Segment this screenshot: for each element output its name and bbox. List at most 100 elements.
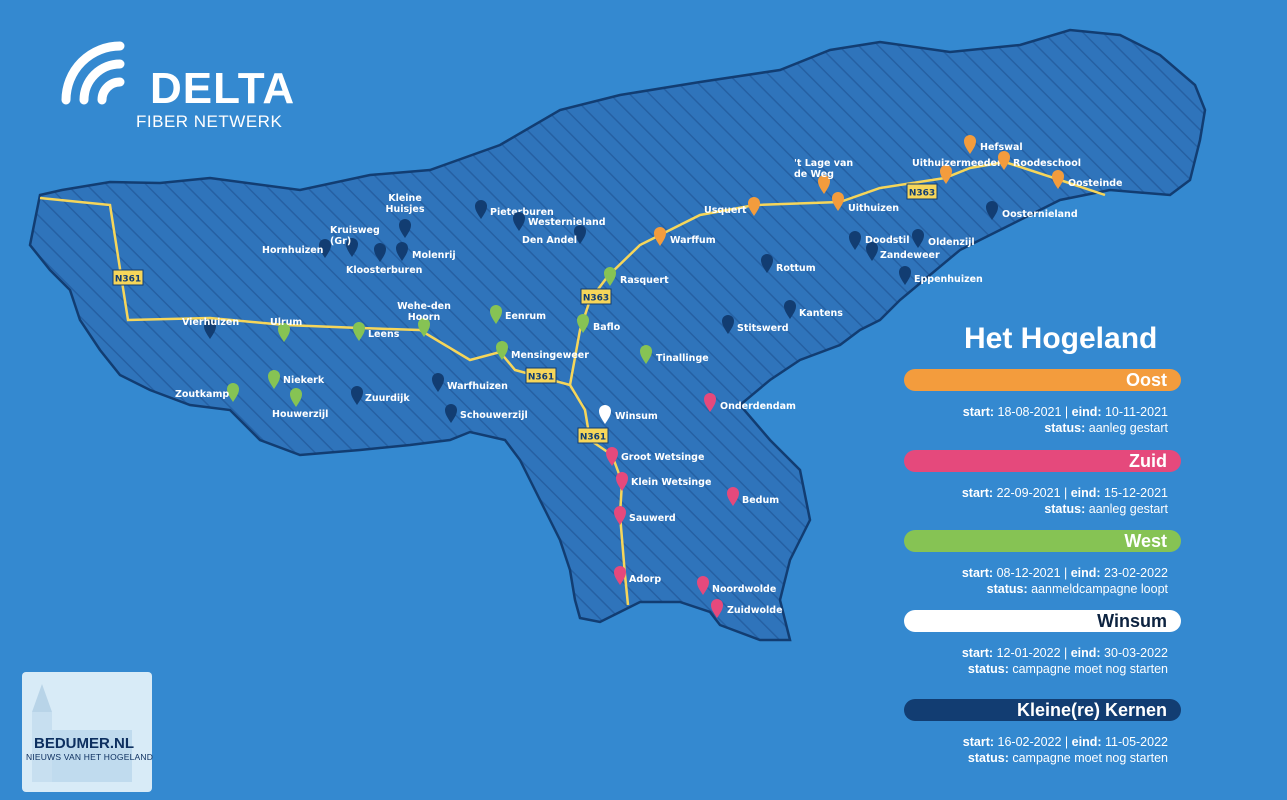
map-marker[interactable]: Ulrum	[270, 317, 302, 342]
map-marker[interactable]: Kantens	[784, 300, 843, 319]
map-marker[interactable]: Warfhuizen	[432, 373, 508, 392]
map-marker[interactable]: Houwerzijl	[272, 388, 328, 420]
map-pin-icon	[761, 254, 773, 273]
map-marker[interactable]: Zuurdijk	[351, 386, 410, 405]
bedumer-badge-image	[22, 672, 152, 792]
map-marker-label: Kruisweg(Gr)	[330, 225, 380, 247]
map-marker[interactable]: Usquert	[704, 197, 760, 216]
map-marker[interactable]: Klein Wetsinge	[616, 472, 711, 491]
map-marker[interactable]: Uithuizermeeden	[912, 158, 1004, 184]
map-marker[interactable]: Niekerk	[268, 370, 325, 389]
map-marker[interactable]: Tinallinge	[640, 345, 709, 364]
map-marker[interactable]: Rasquert	[604, 267, 669, 286]
map-marker-label: Kloosterburen	[346, 265, 423, 276]
map-marker[interactable]: Baflo	[577, 314, 621, 333]
map-marker-label: Rasquert	[620, 275, 669, 286]
map-marker[interactable]: Zuidwolde	[711, 599, 783, 618]
map-marker-label: Klein Wetsinge	[631, 477, 711, 488]
map-marker[interactable]: Pieterburen	[475, 200, 554, 219]
map-pin-icon	[940, 165, 952, 184]
map-marker-label: Leens	[368, 329, 400, 340]
map-marker[interactable]: Mensingeweer	[496, 341, 589, 361]
map-marker[interactable]: Leens	[353, 322, 400, 341]
map-marker[interactable]: Uithuizen	[832, 192, 899, 214]
map-marker[interactable]: Sauwerd	[614, 506, 676, 525]
map-marker-label: Oldenzijl	[928, 237, 975, 248]
legend-bar-kernen: Kleine(re) Kernen	[904, 699, 1181, 721]
wifi-signal-icon	[61, 41, 125, 105]
map-marker-label: Schouwerzijl	[460, 410, 528, 421]
map-pin-icon	[278, 323, 290, 342]
map-pin-icon	[606, 447, 618, 466]
map-marker-label: Warfhuizen	[447, 381, 508, 392]
map-marker[interactable]: Stitswerd	[722, 315, 789, 334]
legend-status: status: aanmeldcampagne loopt	[986, 582, 1168, 596]
map-marker[interactable]: Eenrum	[490, 305, 546, 324]
road-sign-n361: N361	[525, 367, 557, 384]
map-pin-icon	[899, 266, 911, 285]
legend-bar-oost: Oost	[904, 369, 1181, 391]
legend-title: Het Hogeland	[964, 322, 1158, 355]
map-pin-icon	[577, 314, 589, 333]
map-marker[interactable]: Eppenhuizen	[899, 266, 983, 285]
map-pin-icon	[268, 370, 280, 389]
map-marker[interactable]: Doodstil	[849, 231, 909, 250]
map-pin-icon	[513, 212, 525, 231]
map-marker-label: Kantens	[799, 308, 843, 319]
legend-status: status: aanleg gestart	[1044, 502, 1168, 516]
map-pin-icon	[399, 219, 411, 238]
map-pin-icon	[604, 267, 616, 286]
map-marker[interactable]: Oosteinde	[1052, 170, 1123, 189]
map-marker[interactable]: Oosternieland	[986, 201, 1078, 220]
map-marker[interactable]: Oldenzijl	[912, 229, 975, 248]
badge-subtitle: NIEUWS VAN HET HOGELAND	[26, 752, 154, 762]
map-marker[interactable]: Den Andel	[522, 225, 586, 246]
map-marker-label: Tinallinge	[656, 353, 709, 364]
map-marker[interactable]: Rottum	[761, 254, 816, 274]
map-marker-label: Bedum	[742, 495, 779, 506]
map-marker[interactable]: Winsum	[599, 405, 658, 424]
map-pin-icon	[204, 320, 216, 339]
map-marker[interactable]: Molenrij	[396, 242, 456, 261]
legend-dates: start: 12-01-2022 | eind: 30-03-2022	[961, 646, 1168, 660]
svg-text:N363: N363	[909, 189, 935, 199]
map-marker[interactable]: Kruisweg(Gr)	[330, 225, 380, 257]
map-pin-icon	[490, 305, 502, 324]
map-marker-label: Uithuizen	[848, 203, 899, 214]
road-sign-n363: N363	[906, 183, 938, 200]
map-marker-label: Zuurdijk	[365, 393, 410, 404]
map-marker[interactable]: Westernieland	[513, 212, 606, 231]
map-marker[interactable]: Schouwerzijl	[445, 404, 528, 423]
map-marker[interactable]: Onderdendam	[704, 393, 796, 412]
brand-name: DELTA	[150, 64, 296, 113]
map-marker[interactable]: Zoutkamp	[175, 383, 239, 402]
map-marker[interactable]: Noordwolde	[697, 576, 776, 595]
legend-bar-zuid: Zuid	[904, 450, 1181, 472]
map-marker[interactable]: Vierhuizen	[182, 317, 239, 339]
map-marker[interactable]: Hornhuizen	[262, 239, 331, 258]
map-pin-icon	[599, 405, 611, 424]
map-pin-icon	[616, 472, 628, 491]
map-marker-label: Hornhuizen	[262, 245, 324, 256]
legend-status: status: aanleg gestart	[1044, 421, 1168, 435]
map-marker[interactable]: Bedum	[727, 487, 779, 506]
map-marker[interactable]: Hefswal	[964, 135, 1023, 154]
map-marker[interactable]: Groot Wetsinge	[606, 447, 704, 466]
map-marker-label: Noordwolde	[712, 584, 776, 595]
map-marker-label: Winsum	[615, 411, 658, 422]
map-marker[interactable]: Warffum	[654, 227, 716, 246]
map-marker-label: Zuidwolde	[727, 605, 783, 616]
map-marker[interactable]: Adorp	[614, 566, 661, 585]
map-marker[interactable]: Zandeweer	[866, 242, 940, 261]
map-marker[interactable]: Roodeschool	[998, 151, 1081, 170]
map-marker-label: Uithuizermeeden	[912, 158, 1004, 169]
brand-subtitle: FIBER NETWERK	[136, 112, 283, 131]
map-marker-label: Zoutkamp	[175, 389, 229, 400]
map-marker[interactable]: Kloosterburen	[346, 243, 423, 276]
map-marker-label: Ulrum	[270, 317, 302, 328]
